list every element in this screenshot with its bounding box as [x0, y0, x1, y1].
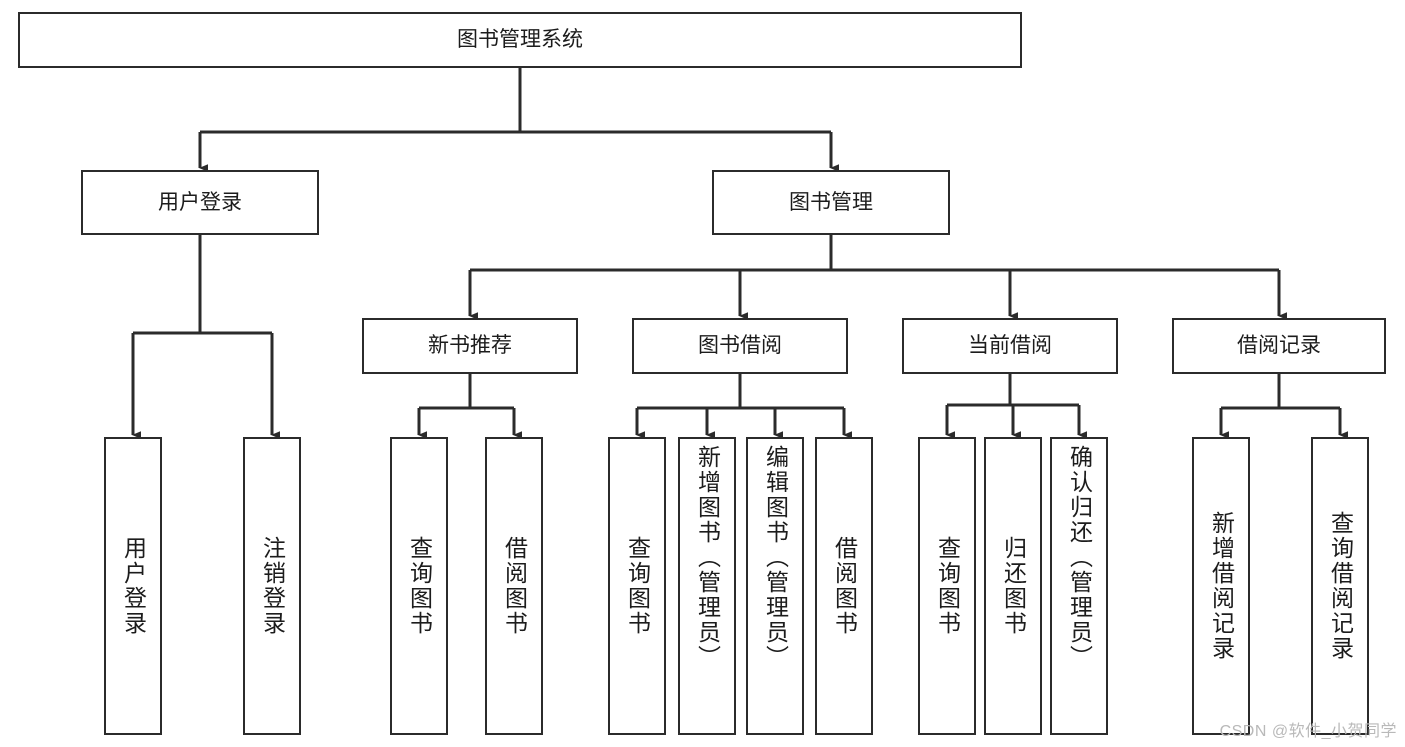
node-l-cu-query[interactable]: 查询图书 [918, 437, 976, 735]
node-l-logout[interactable]: 注销登录 [243, 437, 301, 735]
node-label: 新书推荐 [428, 334, 512, 358]
node-l-re-query[interactable]: 查询借阅记录 [1311, 437, 1369, 735]
node-login[interactable]: 用户登录 [81, 170, 319, 235]
node-l-nb-borrow[interactable]: 借阅图书 [485, 437, 543, 735]
node-bookmgmt[interactable]: 图书管理 [712, 170, 950, 235]
node-borrow[interactable]: 图书借阅 [632, 318, 848, 374]
node-l-bo-add[interactable]: 新增图书（管理员） [678, 437, 736, 735]
node-label: 用户登录 [120, 536, 147, 636]
node-label: 图书借阅 [698, 334, 782, 358]
node-label: 新增图书（管理员） [694, 445, 721, 670]
node-label: 查询图书 [406, 536, 433, 636]
node-label: 当前借阅 [968, 334, 1052, 358]
node-label: 图书管理系统 [457, 28, 583, 52]
node-label: 用户登录 [158, 190, 242, 214]
node-label: 新增借阅记录 [1208, 511, 1235, 661]
node-newbook[interactable]: 新书推荐 [362, 318, 578, 374]
node-label: 查询图书 [624, 536, 651, 636]
node-label: 编辑图书（管理员） [762, 445, 789, 670]
node-l-bo-edit[interactable]: 编辑图书（管理员） [746, 437, 804, 735]
node-label: 查询借阅记录 [1327, 511, 1354, 661]
node-l-userlogin[interactable]: 用户登录 [104, 437, 162, 735]
node-label: 借阅记录 [1237, 334, 1321, 358]
node-root[interactable]: 图书管理系统 [18, 12, 1022, 68]
node-current[interactable]: 当前借阅 [902, 318, 1118, 374]
edge-paths [131, 68, 1348, 439]
node-label: 查询图书 [934, 536, 961, 636]
node-label: 确认归还（管理员） [1066, 445, 1093, 670]
node-l-cu-confirm[interactable]: 确认归还（管理员） [1050, 437, 1108, 735]
node-l-nb-query[interactable]: 查询图书 [390, 437, 448, 735]
node-records[interactable]: 借阅记录 [1172, 318, 1386, 374]
node-l-bo-lend[interactable]: 借阅图书 [815, 437, 873, 735]
node-l-cu-return[interactable]: 归还图书 [984, 437, 1042, 735]
node-l-re-add[interactable]: 新增借阅记录 [1192, 437, 1250, 735]
node-label: 借阅图书 [831, 536, 858, 636]
node-label: 注销登录 [259, 536, 286, 636]
node-label: 归还图书 [1000, 536, 1027, 636]
node-l-bo-query[interactable]: 查询图书 [608, 437, 666, 735]
node-label: 图书管理 [789, 190, 873, 214]
node-label: 借阅图书 [501, 536, 528, 636]
